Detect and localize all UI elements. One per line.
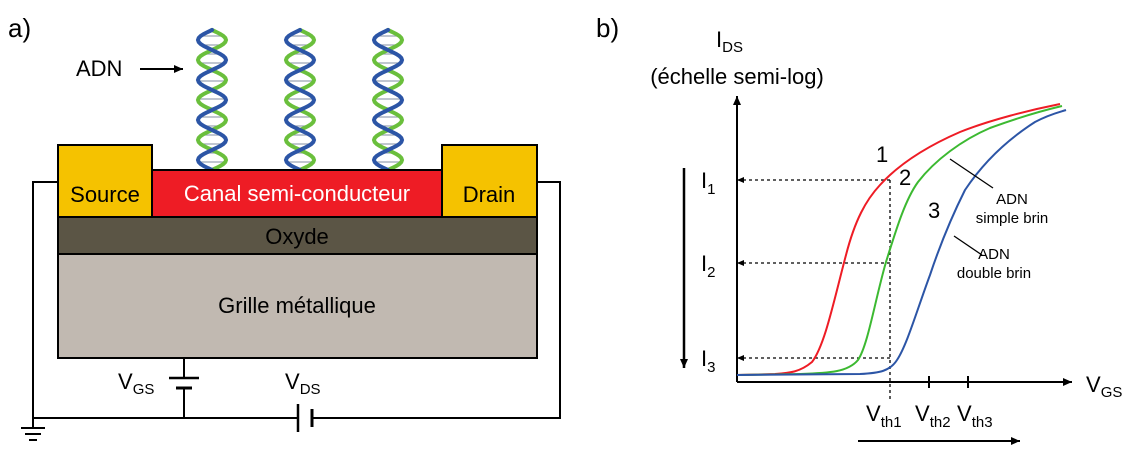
dashed-guides [737,177,891,400]
dna-backbone [283,28,317,172]
channel-label: Canal semi-conducteur [184,181,410,206]
oxide-layer [57,216,538,255]
current-label-1: I1 [701,168,715,198]
curve-1 [736,103,1061,376]
current-label-2: I2 [701,251,715,281]
panel-a-label: a) [8,13,31,43]
dna-backbone [371,28,405,172]
vds-label: VDS [285,369,321,398]
annotation-single-leader [949,158,994,189]
threshold-label-2: Vth2 [915,401,951,431]
panel-b-label: b) [596,13,619,43]
dna-helix-icon [195,28,229,172]
x-ticks [928,376,969,388]
vgs-label: VGS [118,369,154,398]
annotation-single-line2: simple brin [976,210,1049,227]
curve-number-3: 3 [928,198,940,223]
annotation-double-line2: double brin [957,265,1031,282]
dna-backbone [195,28,229,172]
source-label: Source [70,182,140,207]
curve-number-1: 1 [876,142,888,167]
gate-label: Grille métallique [218,293,376,318]
drain-electrode [441,144,538,218]
curve-3 [736,109,1067,376]
x-axis-title: VGS [1086,372,1122,401]
oxide-label: Oxyde [265,224,329,249]
current-label-3: I3 [701,346,715,376]
annotation-double-line1: ADN [978,246,1010,263]
threshold-label-1: Vth1 [866,401,902,431]
dna-helix-icon [283,28,317,172]
dna-label: ADN [76,56,122,81]
curve-number-2: 2 [899,165,911,190]
dna-backbone [283,28,317,172]
drain-label: Drain [463,182,516,207]
y-axis-scale-note: (échelle semi-log) [650,64,824,89]
vds-battery-icon [296,404,314,432]
dna-strands [195,28,405,172]
annotation-single-line1: ADN [996,191,1028,208]
threshold-label-3: Vth3 [957,401,993,431]
panel-a: a) ADN VGS VDS [8,13,561,441]
panel-b: b) IDS (échelle semi-log) VGS I1 I2 I3 V… [596,13,1122,445]
y-axis-title: IDS [716,27,743,56]
curve-2 [736,105,1063,376]
source-electrode [57,144,153,218]
gate-layer [57,253,538,359]
circuit-wires [32,181,561,428]
dna-helix-icon [371,28,405,172]
annotation-double-leader [953,235,983,256]
dna-backbone [371,28,405,172]
ground-icon [21,427,45,441]
vgs-battery-icon [169,376,199,390]
dna-backbone [195,28,229,172]
